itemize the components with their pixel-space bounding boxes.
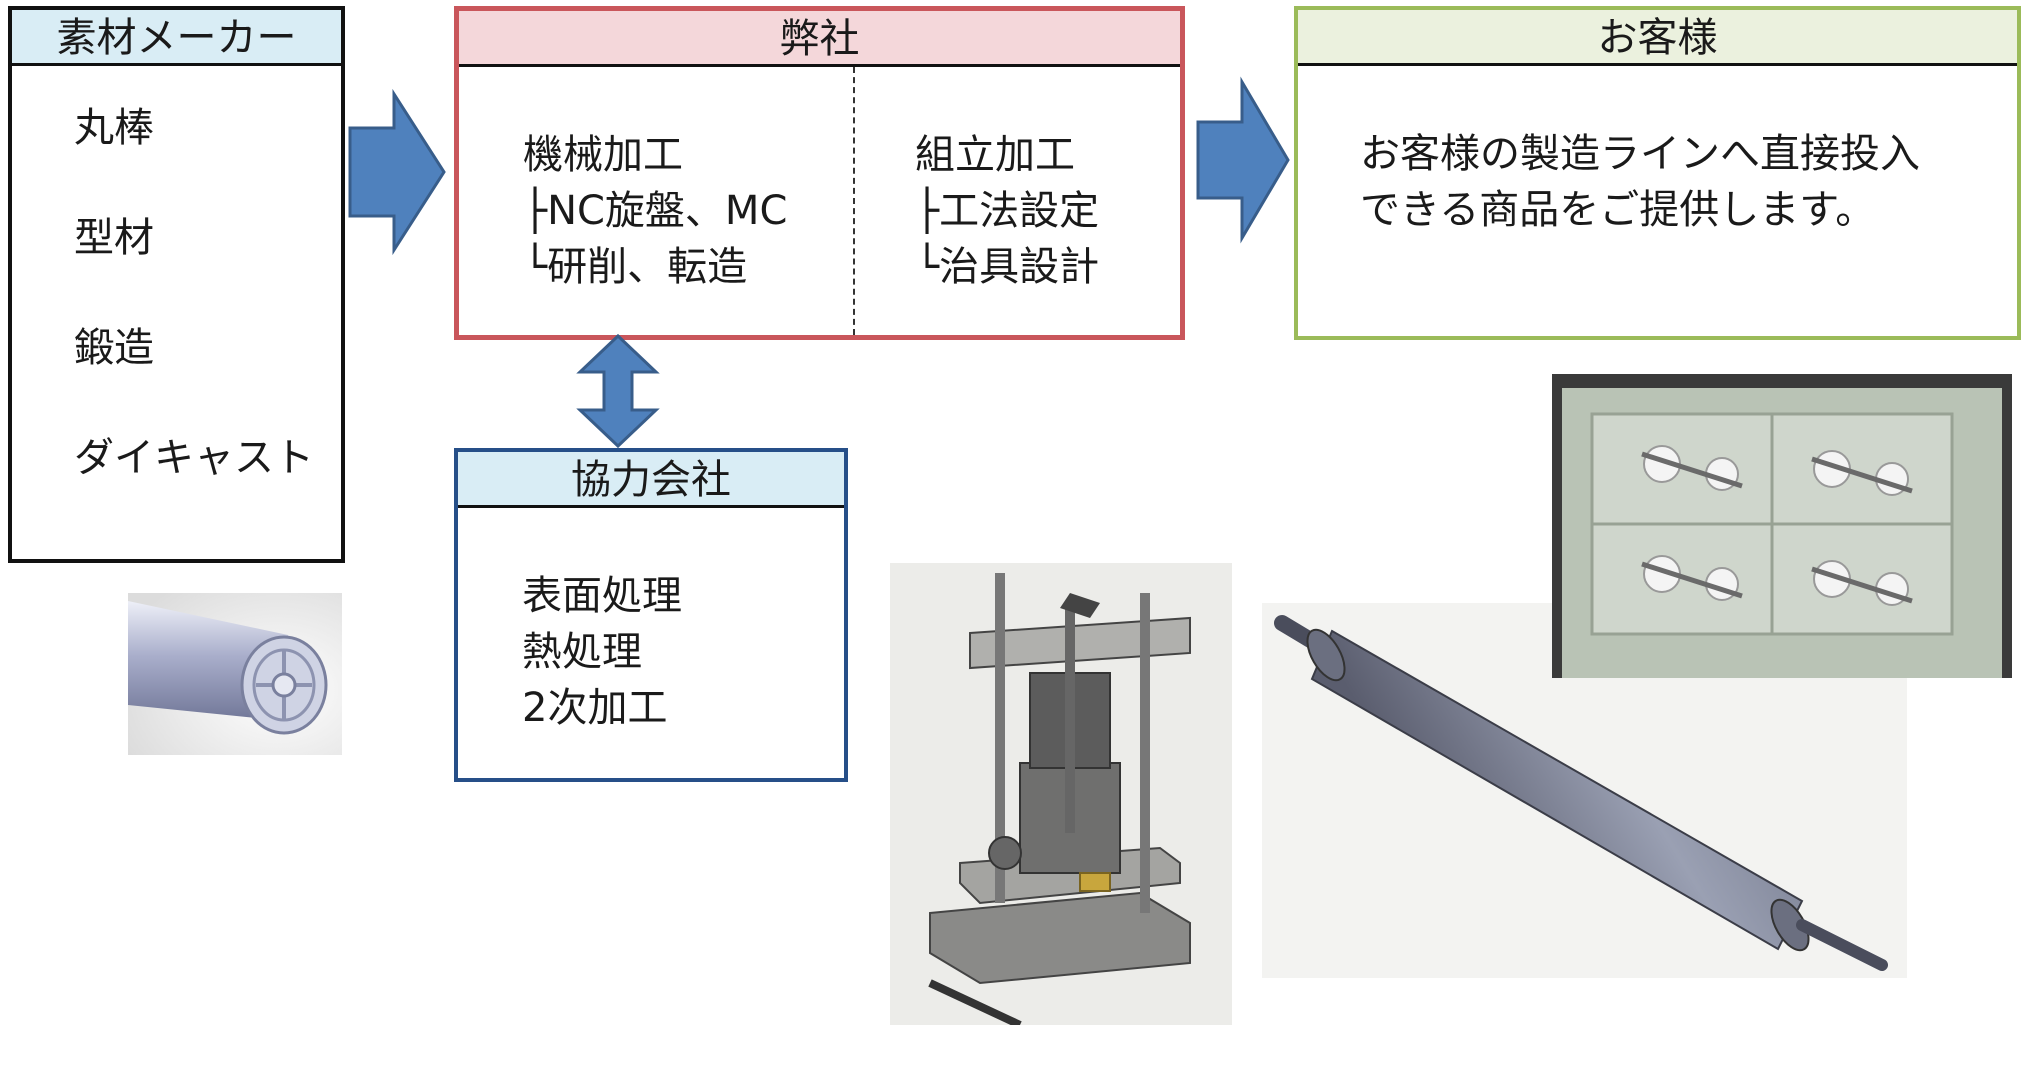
arrow-company-partner-bidirectional-icon (576, 333, 660, 449)
assembly-jig-image (890, 563, 1232, 1025)
supplier-item-forging: 鍛造 (74, 325, 154, 371)
partner-item-heat: 熱処理 (522, 629, 642, 675)
company-divider (853, 67, 855, 335)
packed-parts-tray-image (1552, 374, 2012, 678)
partner-box: 協力会社 表面処理 熱処理 2次加工 (454, 448, 848, 782)
assembly-line-jig: └治具設計 (915, 244, 1100, 290)
company-title: 弊社 (459, 11, 1180, 67)
aluminium-profile-image (128, 593, 342, 755)
customer-text-line-1: お客様の製造ラインへ直接投入 (1360, 131, 1920, 177)
supplier-item-die-casting: ダイキャスト (74, 435, 314, 481)
customer-box: お客様 お客様の製造ラインへ直接投入 できる商品をご提供します。 (1294, 6, 2021, 340)
customer-title: お客様 (1298, 10, 2017, 66)
supplier-title: 素材メーカー (12, 10, 341, 66)
assembly-line-method: ├工法設定 (915, 188, 1100, 234)
supplier-item-round-bar: 丸棒 (74, 105, 154, 151)
partner-item-surface: 表面処理 (522, 573, 682, 619)
machining-title: 機械加工 (523, 132, 683, 178)
supplier-item-profile: 型材 (74, 215, 154, 261)
partner-item-secondary: 2次加工 (522, 685, 668, 731)
supplier-box: 素材メーカー 丸棒 型材 鍛造 ダイキャスト (8, 6, 345, 563)
machining-line-nc: ├NC旋盤、MC (523, 188, 788, 234)
machining-line-grinding: └研削、転造 (523, 244, 748, 290)
arrow-company-to-customer-icon (1196, 76, 1290, 244)
company-box: 弊社 機械加工 ├NC旋盤、MC └研削、転造 組立加工 ├工法設定 └治具設計 (454, 6, 1185, 340)
partner-title: 協力会社 (458, 452, 844, 508)
assembly-title: 組立加工 (915, 132, 1075, 178)
customer-text-line-2: できる商品をご提供します。 (1360, 187, 1876, 233)
arrow-supplier-to-company-icon (348, 88, 446, 256)
